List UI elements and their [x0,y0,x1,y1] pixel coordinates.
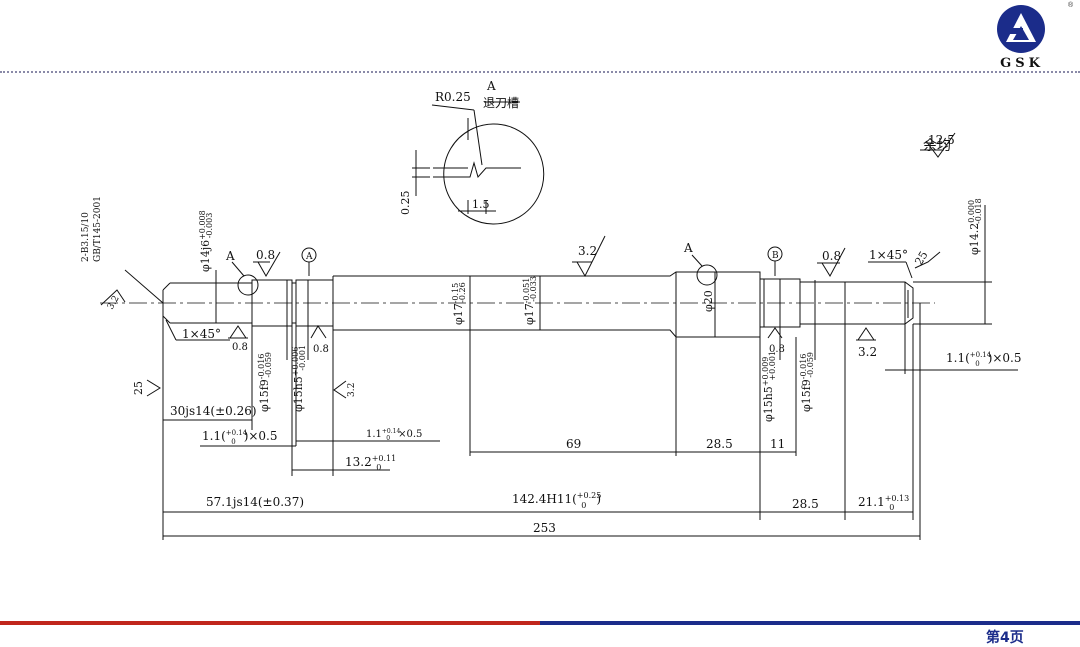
shaft-outline [162,271,914,338]
gsk-logo: GSK [985,5,1059,70]
detail-title: A [486,79,496,93]
dim-28-5-b: 28.5 [792,497,819,511]
logo-wordmark: GSK [1000,56,1044,70]
footer-bar-blue [540,621,1080,625]
dim-30: 30js14(±0.26) [170,404,257,418]
detail-a-view [412,101,545,225]
roughness-32-right: 3.2 [858,345,877,359]
chamfer-left: 1×45° [182,327,221,341]
datum-a-label: A [225,249,235,263]
roughness-08-d: 0.8 [313,344,329,355]
roughness-note-value: 12.5 [928,133,955,147]
detail-radius: R0.25 [435,90,471,104]
footer-bar-red [0,621,540,625]
detail-depth: 0.25 [399,191,412,216]
roughness-note-prefix: 余均 [923,137,951,154]
roughness-32-top: 3.2 [578,244,597,258]
detail-name: 退刀槽 [483,96,519,110]
trademark-mark: ® [1068,2,1074,9]
diam-middle-2: φ17-0.051-0.033 [522,276,538,325]
datum-bubble-a: A [305,252,313,262]
header-divider [0,71,1080,73]
roughness-08-e: 0.8 [769,344,785,355]
dim-69: 69 [566,437,581,451]
diam-right-f9: φ15f9-0.016-0.059 [799,352,815,412]
chamfer-right: 1×45° [869,248,908,262]
roughness-32-left: 3.2 [347,383,357,397]
dim-11: 11 [770,437,785,451]
detail-width: 1.5 [472,198,490,211]
diam-left-f9: φ15f9-0.016-0.059 [257,352,273,412]
diam-collar: φ20 [702,290,715,312]
roughness-08-c: 0.8 [232,342,248,353]
diam-middle-1: φ17-0.15-0.26 [451,282,467,325]
center-hole-roughness: 3.2 [106,294,122,311]
center-hole-note: 2-B3.15/10 [81,212,91,262]
standard-note: GB/T145-2001 [93,196,103,262]
diam-right-end: φ14.20.000-0.018 [967,198,983,255]
roughness-08-a: 0.8 [256,248,275,262]
diam-right-h5: φ15h5+0.009+0.001 [761,351,777,422]
roughness-08-b: 0.8 [822,249,841,263]
diam-left-end: φ14j6+0.008-0.003 [198,210,214,272]
diam-left-h5: φ15h5+0.006-0.001 [291,345,307,412]
dim-57: 57.1js14(±0.37) [206,495,304,509]
roughness-25-left: 25 [132,381,145,395]
roughness-25-right: 25 [912,249,930,268]
page-number: 第4页 [986,630,1024,646]
datum-bubble-b: B [772,251,779,261]
dim-28-5-a: 28.5 [706,437,733,451]
dim-253: 253 [533,521,556,535]
datum-a2-label: A [683,241,693,255]
